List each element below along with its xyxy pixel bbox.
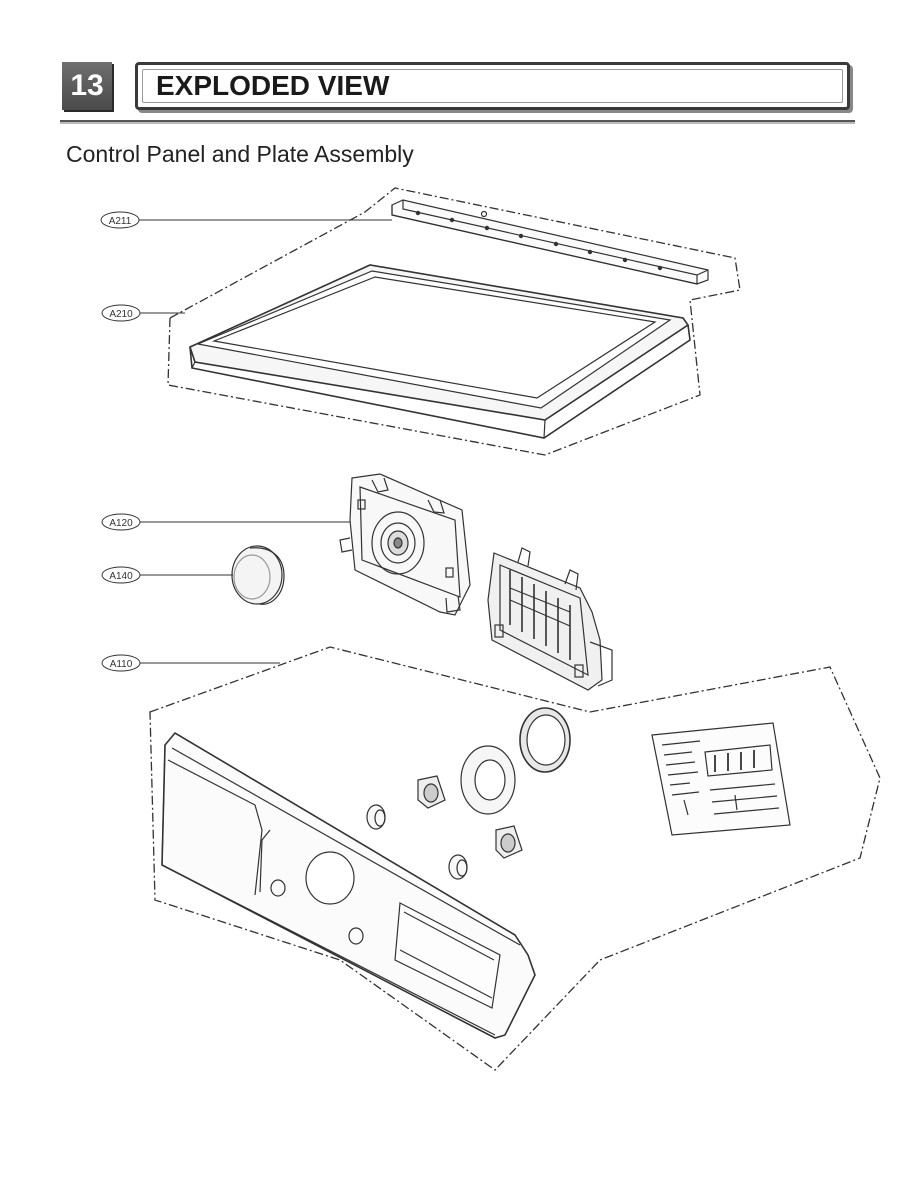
knob-frame-part: [339, 473, 471, 616]
callout-label: A120: [109, 518, 133, 529]
top-plate-group-boundary: [167, 187, 741, 456]
title-inner-border: [142, 69, 843, 103]
display-decal-part: [651, 722, 791, 836]
callout-label: A110: [110, 659, 133, 670]
top-plate-part: [189, 264, 691, 439]
callout-a110: A110: [101, 654, 280, 672]
dial-ring-parts: [460, 707, 571, 815]
control-panel-body-part: [161, 731, 536, 1039]
callout-label: A140: [109, 571, 133, 582]
callout-a211: A211: [100, 211, 392, 229]
section-number-badge: 13: [62, 62, 112, 110]
header-rule: [60, 120, 855, 122]
callout-a210: A210: [101, 304, 185, 322]
panel-button-parts: [366, 775, 523, 880]
dial-knob-part: [231, 545, 285, 605]
section-title: EXPLODED VIEW: [156, 70, 390, 101]
control-board-part: [487, 547, 613, 691]
bracket-rail-part: [391, 199, 709, 285]
callout-label: A211: [109, 216, 132, 227]
page-subtitle: Control Panel and Plate Assembly: [66, 141, 414, 167]
callout-a140: A140: [101, 566, 233, 584]
callout-label: A210: [109, 309, 133, 320]
control-panel-group-boundary: [149, 646, 881, 1071]
section-title-box: EXPLODED VIEW: [135, 62, 850, 110]
callout-a120: A120: [101, 513, 350, 531]
